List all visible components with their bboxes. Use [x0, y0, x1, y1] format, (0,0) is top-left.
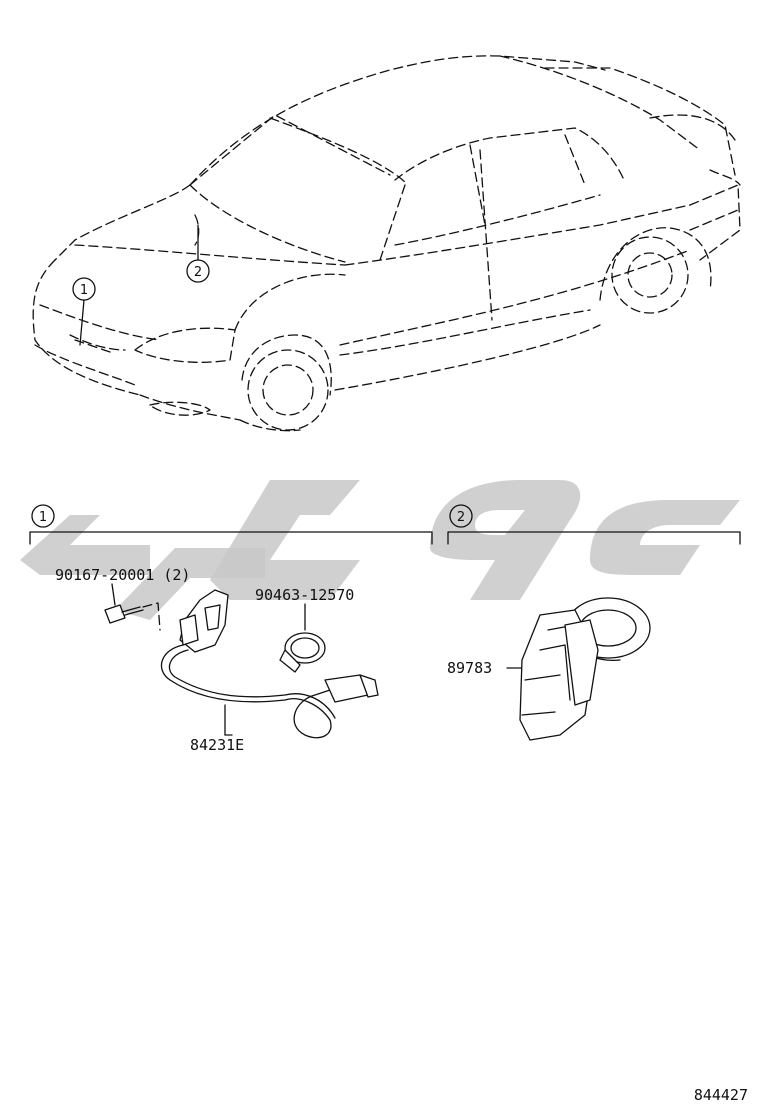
- bolt-icon: [104, 583, 161, 631]
- diagram-code: 844427: [694, 1086, 748, 1104]
- section-2-number: 2: [457, 510, 465, 525]
- sensor-part-number: 84231E: [190, 736, 244, 754]
- watermark-logo: [20, 480, 740, 620]
- section-1-bracket: 1: [29, 504, 433, 545]
- clamp-part-number: 90463-12570: [255, 586, 354, 604]
- section-2-bracket: 2: [447, 504, 741, 545]
- callout-1-text: 1: [80, 283, 88, 298]
- car-outline: [32, 55, 741, 432]
- clamp-icon: [279, 603, 326, 673]
- bolt-part-number: 90167-20001 (2): [55, 566, 190, 584]
- transponder-amplifier-icon: [519, 597, 651, 741]
- sensor-icon: [160, 589, 379, 739]
- callout-2-text: 2: [194, 265, 202, 280]
- car-callout-2: 2: [186, 224, 210, 283]
- car-callout-1: 1: [72, 277, 96, 346]
- transponder-part-number: 89783: [447, 659, 492, 677]
- section-1-number: 1: [39, 510, 47, 525]
